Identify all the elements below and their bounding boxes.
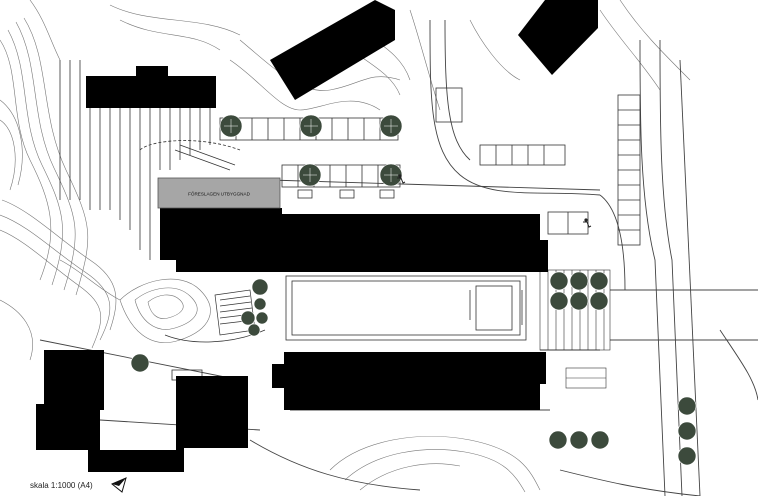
tree-single-west bbox=[130, 353, 150, 373]
tree-texture bbox=[224, 119, 398, 182]
building-ne bbox=[270, 0, 395, 100]
building-main-south bbox=[272, 352, 546, 410]
parking-area-west bbox=[59, 60, 241, 260]
tree-group-south bbox=[548, 430, 610, 450]
scale-label: skala 1:1000 (A4) bbox=[30, 481, 93, 490]
building-ne-2 bbox=[518, 0, 598, 75]
existing-buildings bbox=[36, 0, 598, 472]
proposed-extension-block bbox=[157, 177, 281, 209]
tree-group-plaza bbox=[549, 271, 609, 311]
proposed-extension: FÖRESLAGEN UTBYGGNAD bbox=[157, 177, 281, 209]
contour-lines-west bbox=[0, 0, 241, 361]
north-arrow-icon bbox=[111, 477, 127, 493]
small-structures bbox=[171, 87, 463, 381]
building-nw bbox=[86, 66, 216, 108]
building-sw-2 bbox=[88, 376, 248, 472]
tree-group-east bbox=[677, 396, 697, 466]
proposed-extension-label: FÖRESLAGEN UTBYGGNAD bbox=[188, 191, 250, 197]
courtyard bbox=[285, 275, 527, 341]
accessible-parking-icon bbox=[397, 174, 592, 228]
building-sw-1 bbox=[36, 350, 104, 450]
building-main-north bbox=[160, 208, 548, 272]
contour-lines-south bbox=[119, 278, 541, 493]
tree-group-steps bbox=[240, 278, 269, 337]
